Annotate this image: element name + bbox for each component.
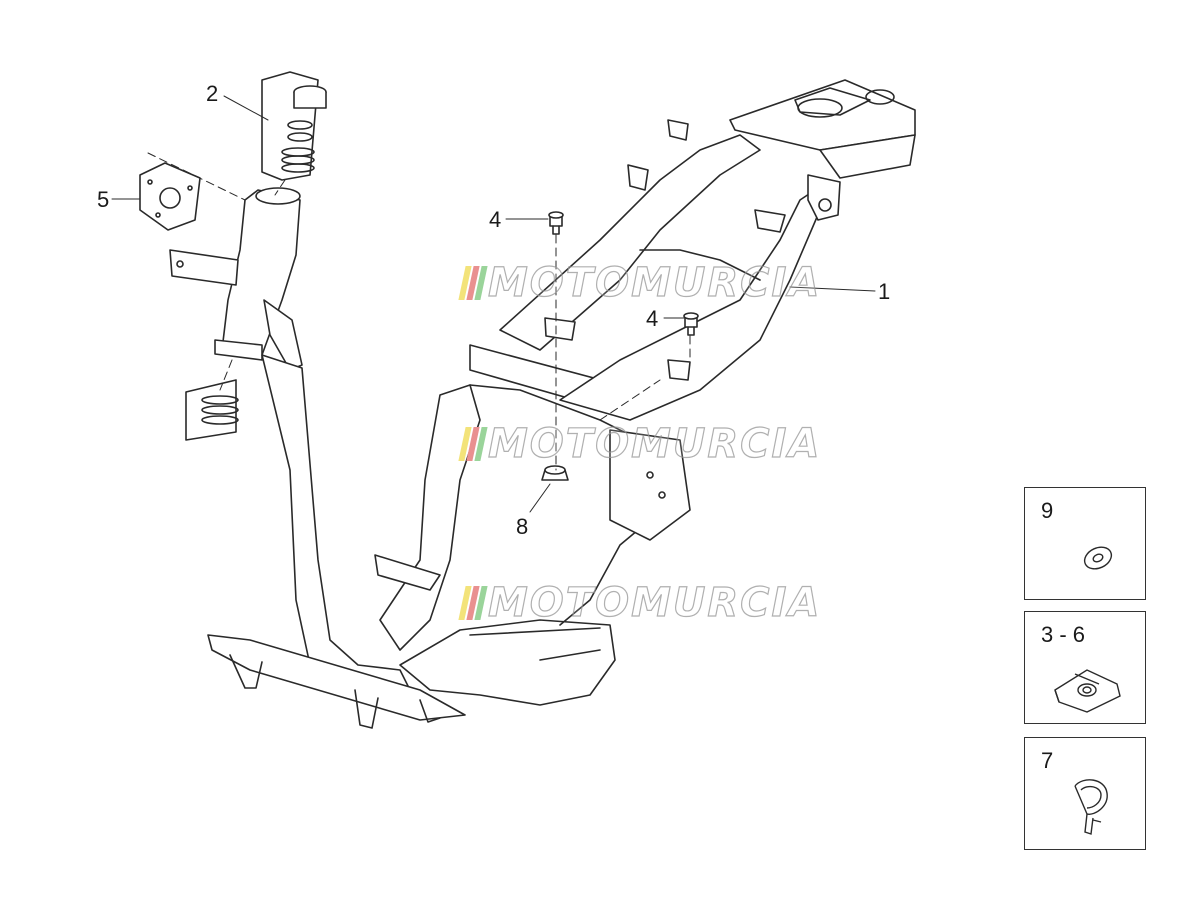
watermark-bottom: MOTOMURCIA [458, 579, 822, 627]
watermark-text: MOTOMURCIA [487, 420, 822, 467]
clip-nut-icon [1054, 669, 1121, 713]
watermark-top: MOTOMURCIA [458, 259, 822, 307]
callout-2: 2 [206, 81, 219, 106]
leader-lines [111, 95, 876, 513]
main-frame [169, 79, 916, 729]
part-box-9-label: 9 [1041, 498, 1054, 523]
part-box-7: 7 [1024, 737, 1146, 850]
part-box-7-label: 7 [1041, 748, 1054, 773]
watermark-text: MOTOMURCIA [487, 259, 822, 306]
callout-8: 8 [516, 514, 529, 539]
watermark-text: MOTOMURCIA [487, 579, 822, 626]
bearing-stack-top [261, 71, 327, 181]
nut-part-8 [541, 465, 569, 481]
washer-icon [1083, 546, 1113, 570]
part-box-3-6-label: 3 - 6 [1041, 622, 1086, 647]
callout-4-upper: 4 [489, 207, 502, 232]
bolt-part-4b [683, 312, 699, 336]
assembly-lines [147, 152, 691, 471]
cable-clip-icon [1074, 779, 1108, 835]
callout-4-lower: 4 [646, 306, 659, 331]
bolt-part-4a [548, 211, 564, 235]
callout-5: 5 [97, 187, 110, 212]
watermark-middle: MOTOMURCIA [458, 420, 822, 468]
bearing-stack-bottom [185, 379, 239, 441]
part-box-3-6: 3 - 6 [1024, 611, 1146, 724]
callout-1: 1 [878, 279, 891, 304]
plate-part-5 [139, 162, 201, 231]
part-box-9: 9 [1024, 487, 1146, 600]
